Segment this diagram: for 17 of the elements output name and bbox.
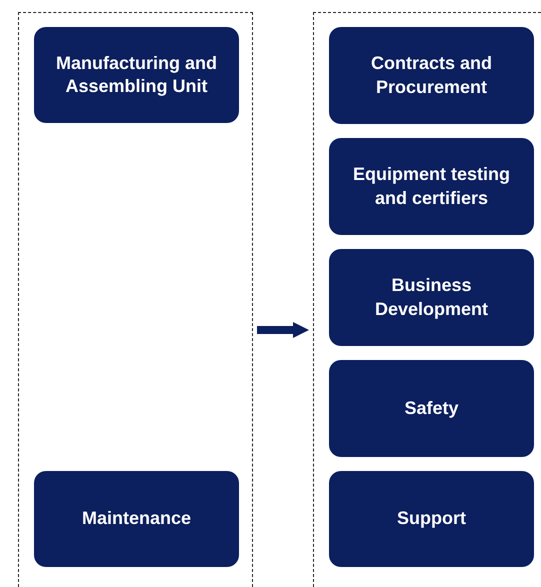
box-label: Business Development <box>374 274 490 321</box>
process-box <box>34 471 239 567</box>
box-label: Safety <box>403 396 460 420</box>
box-label: Contracts and Procurement <box>370 52 494 98</box>
box-label: Manufacturing and Assembling Unit <box>55 52 218 98</box>
box-label: Support <box>396 507 467 530</box>
dashed-group-box <box>18 12 253 587</box>
process-box <box>329 360 534 457</box>
dashed-group-box <box>313 12 541 587</box>
process-box <box>329 27 534 124</box>
process-box <box>329 471 534 567</box>
box-label: Maintenance <box>80 507 192 530</box>
process-box <box>34 27 239 123</box>
box-label: Equipment testing and certifiers <box>352 163 511 210</box>
arrow <box>257 322 309 338</box>
process-box <box>329 249 534 346</box>
process-box <box>329 138 534 235</box>
